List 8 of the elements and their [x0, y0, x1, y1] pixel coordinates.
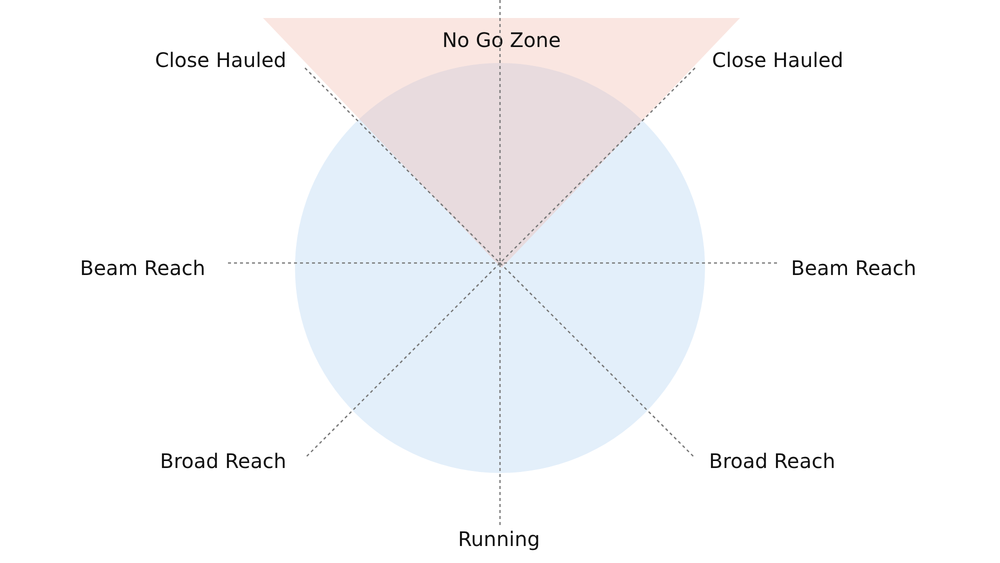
point-of-sail-label: Close Hauled: [712, 48, 844, 72]
point-of-sail-label: Broad Reach: [709, 449, 836, 473]
point-of-sail-label: Running: [458, 527, 540, 551]
point-of-sail-label: Beam Reach: [80, 256, 206, 280]
point-of-sail-label: Beam Reach: [791, 256, 916, 280]
point-of-sail-label: Close Hauled: [155, 48, 286, 72]
zone-label: No Go Zone: [442, 28, 561, 52]
point-of-sail-label: Broad Reach: [160, 449, 286, 473]
